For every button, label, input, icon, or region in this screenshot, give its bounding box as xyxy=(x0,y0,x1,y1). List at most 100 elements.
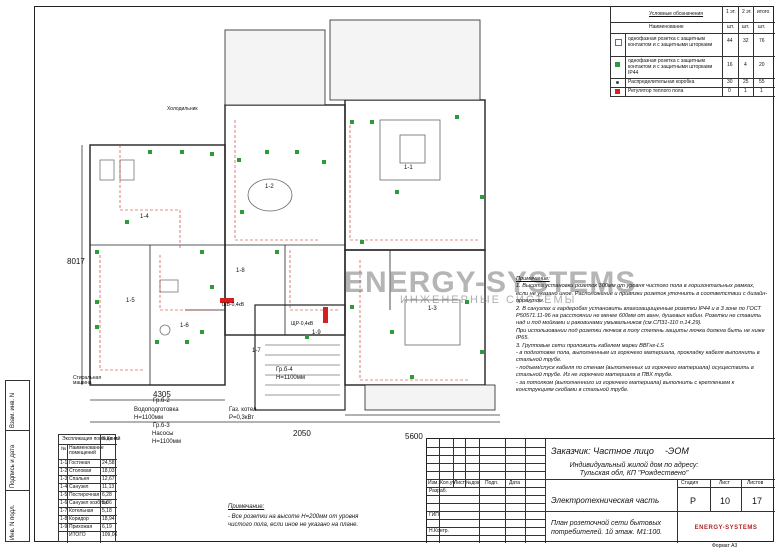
tb-sheets: 17 xyxy=(752,496,763,506)
expl-row-1-name: Гостиная xyxy=(69,460,90,466)
legend-row-2-total: 20 xyxy=(759,62,765,68)
stamp-signature-date: Подпись и дата xyxy=(10,444,16,488)
expl-row-3-name: Спальня xyxy=(69,476,90,482)
stamp-replace-inv: Взам. инв. N xyxy=(10,392,16,428)
expl-row-8-area: 18,94 xyxy=(102,516,115,522)
tb-sheet-label: Лист xyxy=(719,480,730,486)
tb-col-sign: Подп. xyxy=(485,480,499,486)
note-line-5: - в подготовке пола, выполненным из горю… xyxy=(516,350,760,364)
label-fridge: Холодильник xyxy=(167,106,198,112)
label-panel-shv: ШВ-0,4кВ xyxy=(222,302,245,308)
tb-stage-label: Стадия xyxy=(681,480,699,486)
label-gr6-2: Гр.б-2 xyxy=(153,398,170,404)
note-line-7: - за потолком (выполненного из горючего … xyxy=(516,379,735,394)
legend-row-1-name: однофазная розетка с защитным контактом … xyxy=(628,36,713,48)
expl-row-6-num: 1-6 xyxy=(60,500,68,506)
tb-role-norm-control: Н.Контр. xyxy=(429,528,449,534)
explication-title: Экспликация помещений xyxy=(62,436,121,442)
legend-row-3-v2: 25 xyxy=(743,79,749,85)
expl-row-9-num: 1-9 xyxy=(60,524,68,530)
legend-col-2: 2 эт. xyxy=(742,9,752,15)
room-label-1-1: 1-1 xyxy=(404,165,413,171)
legend-row-3-v1: 30 xyxy=(727,79,733,85)
label-water-treatment: Водоподготовка Н=1100мм xyxy=(134,407,179,421)
expl-row-8-name: Коридор xyxy=(69,516,89,522)
title-block: Изм. Кол.уч Лист №док Подп. Дата Разраб.… xyxy=(426,438,775,543)
tb-customer: Заказчик: Частное лицо xyxy=(551,446,654,456)
legend-row-4-total: 1 xyxy=(760,88,763,94)
room-label-1-6: 1-6 xyxy=(180,323,189,329)
dim-width-3: 5600 xyxy=(405,432,423,441)
legend-row-2-v2: 4 xyxy=(744,62,747,68)
expl-row-8-num: 1-8 xyxy=(60,516,68,522)
expl-row-7-num: 1-7 xyxy=(60,508,68,514)
legend-row-1-v1: 44 xyxy=(727,38,733,44)
tb-role-developer: Разраб. xyxy=(429,488,448,494)
legend-unit-3: шт. xyxy=(758,24,766,30)
expl-row-1-num: 1-1 xyxy=(60,460,68,466)
tb-project: Индивидуальный жилой дом по адресу: Туль… xyxy=(569,462,699,477)
legend-col-1: 1 эт. xyxy=(726,9,736,15)
bottom-note-text: - Все розетки на высоте Н=200мм от уровн… xyxy=(228,514,359,528)
expl-row-4-area: 11,13 xyxy=(102,484,115,490)
legend-title: Условные обозначения xyxy=(649,11,704,17)
company-logo-text: ENERGY-SYSTEMS xyxy=(694,525,758,531)
legend-icon-socket-ip44 xyxy=(615,62,620,67)
legend-row-2-v1: 16 xyxy=(727,62,733,68)
label-panel-shr: ЩР-0,4кВ xyxy=(291,321,314,327)
legend-unit-1: шт. xyxy=(727,24,735,30)
expl-row-4-name: Санузел xyxy=(69,484,89,490)
legend-row-4-v2: 1 xyxy=(744,88,747,94)
note-line-2: 2. В санузлах и гардеробах установить вл… xyxy=(516,305,762,327)
room-label-1-2: 1-2 xyxy=(265,184,274,190)
expl-row-total-area: 109,06 xyxy=(102,532,118,538)
notes-heading: Примечание: xyxy=(516,276,550,282)
label-gr6-4: Гр.б-4 Н=1100мм xyxy=(276,367,305,381)
explication-name-header: Наименование помещений xyxy=(69,445,104,456)
expl-row-1-area: 24,58 xyxy=(102,460,115,466)
explication-table: Экспликация помещений S,Кв.м. № Наименов… xyxy=(58,434,120,543)
legend-col-total: итого xyxy=(757,9,770,15)
expl-row-2-area: 18,03 xyxy=(102,468,115,474)
legend-table: Условные обозначения 1 эт. 2 эт. итого Н… xyxy=(610,6,775,97)
watermark-main: ENERGY-SYSTEMS xyxy=(344,266,637,299)
explication-area-header: S,Кв.м. xyxy=(102,436,119,442)
note-line-3: При использовании под розетки лючков в п… xyxy=(516,327,765,342)
legend-icon-socket xyxy=(615,39,622,46)
expl-row-3-num: 1-3 xyxy=(60,476,68,482)
expl-row-7-area: 5,18 xyxy=(102,508,112,514)
tb-col-doc: №док xyxy=(466,480,480,486)
expl-row-9-name: Прихожая xyxy=(69,524,93,530)
label-gas-boiler: Газ. котел Р=0,3кВт xyxy=(229,407,257,421)
floor-plan xyxy=(81,19,500,423)
room-label-1-9: 1-9 xyxy=(312,330,321,336)
label-washer: Стиральная машина xyxy=(73,375,102,386)
tb-sheets-label: Листов xyxy=(747,480,764,486)
label-pumps: Насосы Н=1100мм xyxy=(152,431,181,445)
legend-row-1-total: 76 xyxy=(759,38,765,44)
tb-col-izm: Изм. xyxy=(428,480,439,486)
expl-row-5-area: 6,28 xyxy=(102,492,112,498)
tb-section: Электротехническая часть xyxy=(551,496,660,505)
expl-row-2-name: Столовая xyxy=(69,468,92,474)
dim-width-1: 4305 xyxy=(153,390,171,399)
legend-icon-floor-heating-regulator xyxy=(615,89,620,94)
tb-col-date: Дата xyxy=(509,480,521,486)
tb-code: -ЭОМ xyxy=(665,446,689,456)
legend-row-1-v2: 32 xyxy=(743,38,749,44)
tb-col-kol: Кол.уч xyxy=(440,480,455,486)
expl-row-7-name: Котельная xyxy=(69,508,94,514)
room-label-1-7: 1-7 xyxy=(252,348,261,354)
expl-row-4-num: 1-4 xyxy=(60,484,68,490)
tb-stage: Р xyxy=(690,496,697,506)
legend-row-2-name: однофазная розетка с защитным контактом … xyxy=(628,58,713,76)
room-label-1-4: 1-4 xyxy=(140,214,149,220)
legend-name-header: Наименование xyxy=(649,24,684,30)
room-label-1-5: 1-5 xyxy=(126,298,135,304)
legend-row-4-v1: 0 xyxy=(728,88,731,94)
expl-row-6-name: Санузел хозблок xyxy=(69,500,108,506)
tb-col-list: Лист xyxy=(454,480,465,486)
dim-height: 8017 xyxy=(67,257,85,266)
note-line-6: - подъем/спуск кабеля по стенам (выполне… xyxy=(516,364,754,379)
